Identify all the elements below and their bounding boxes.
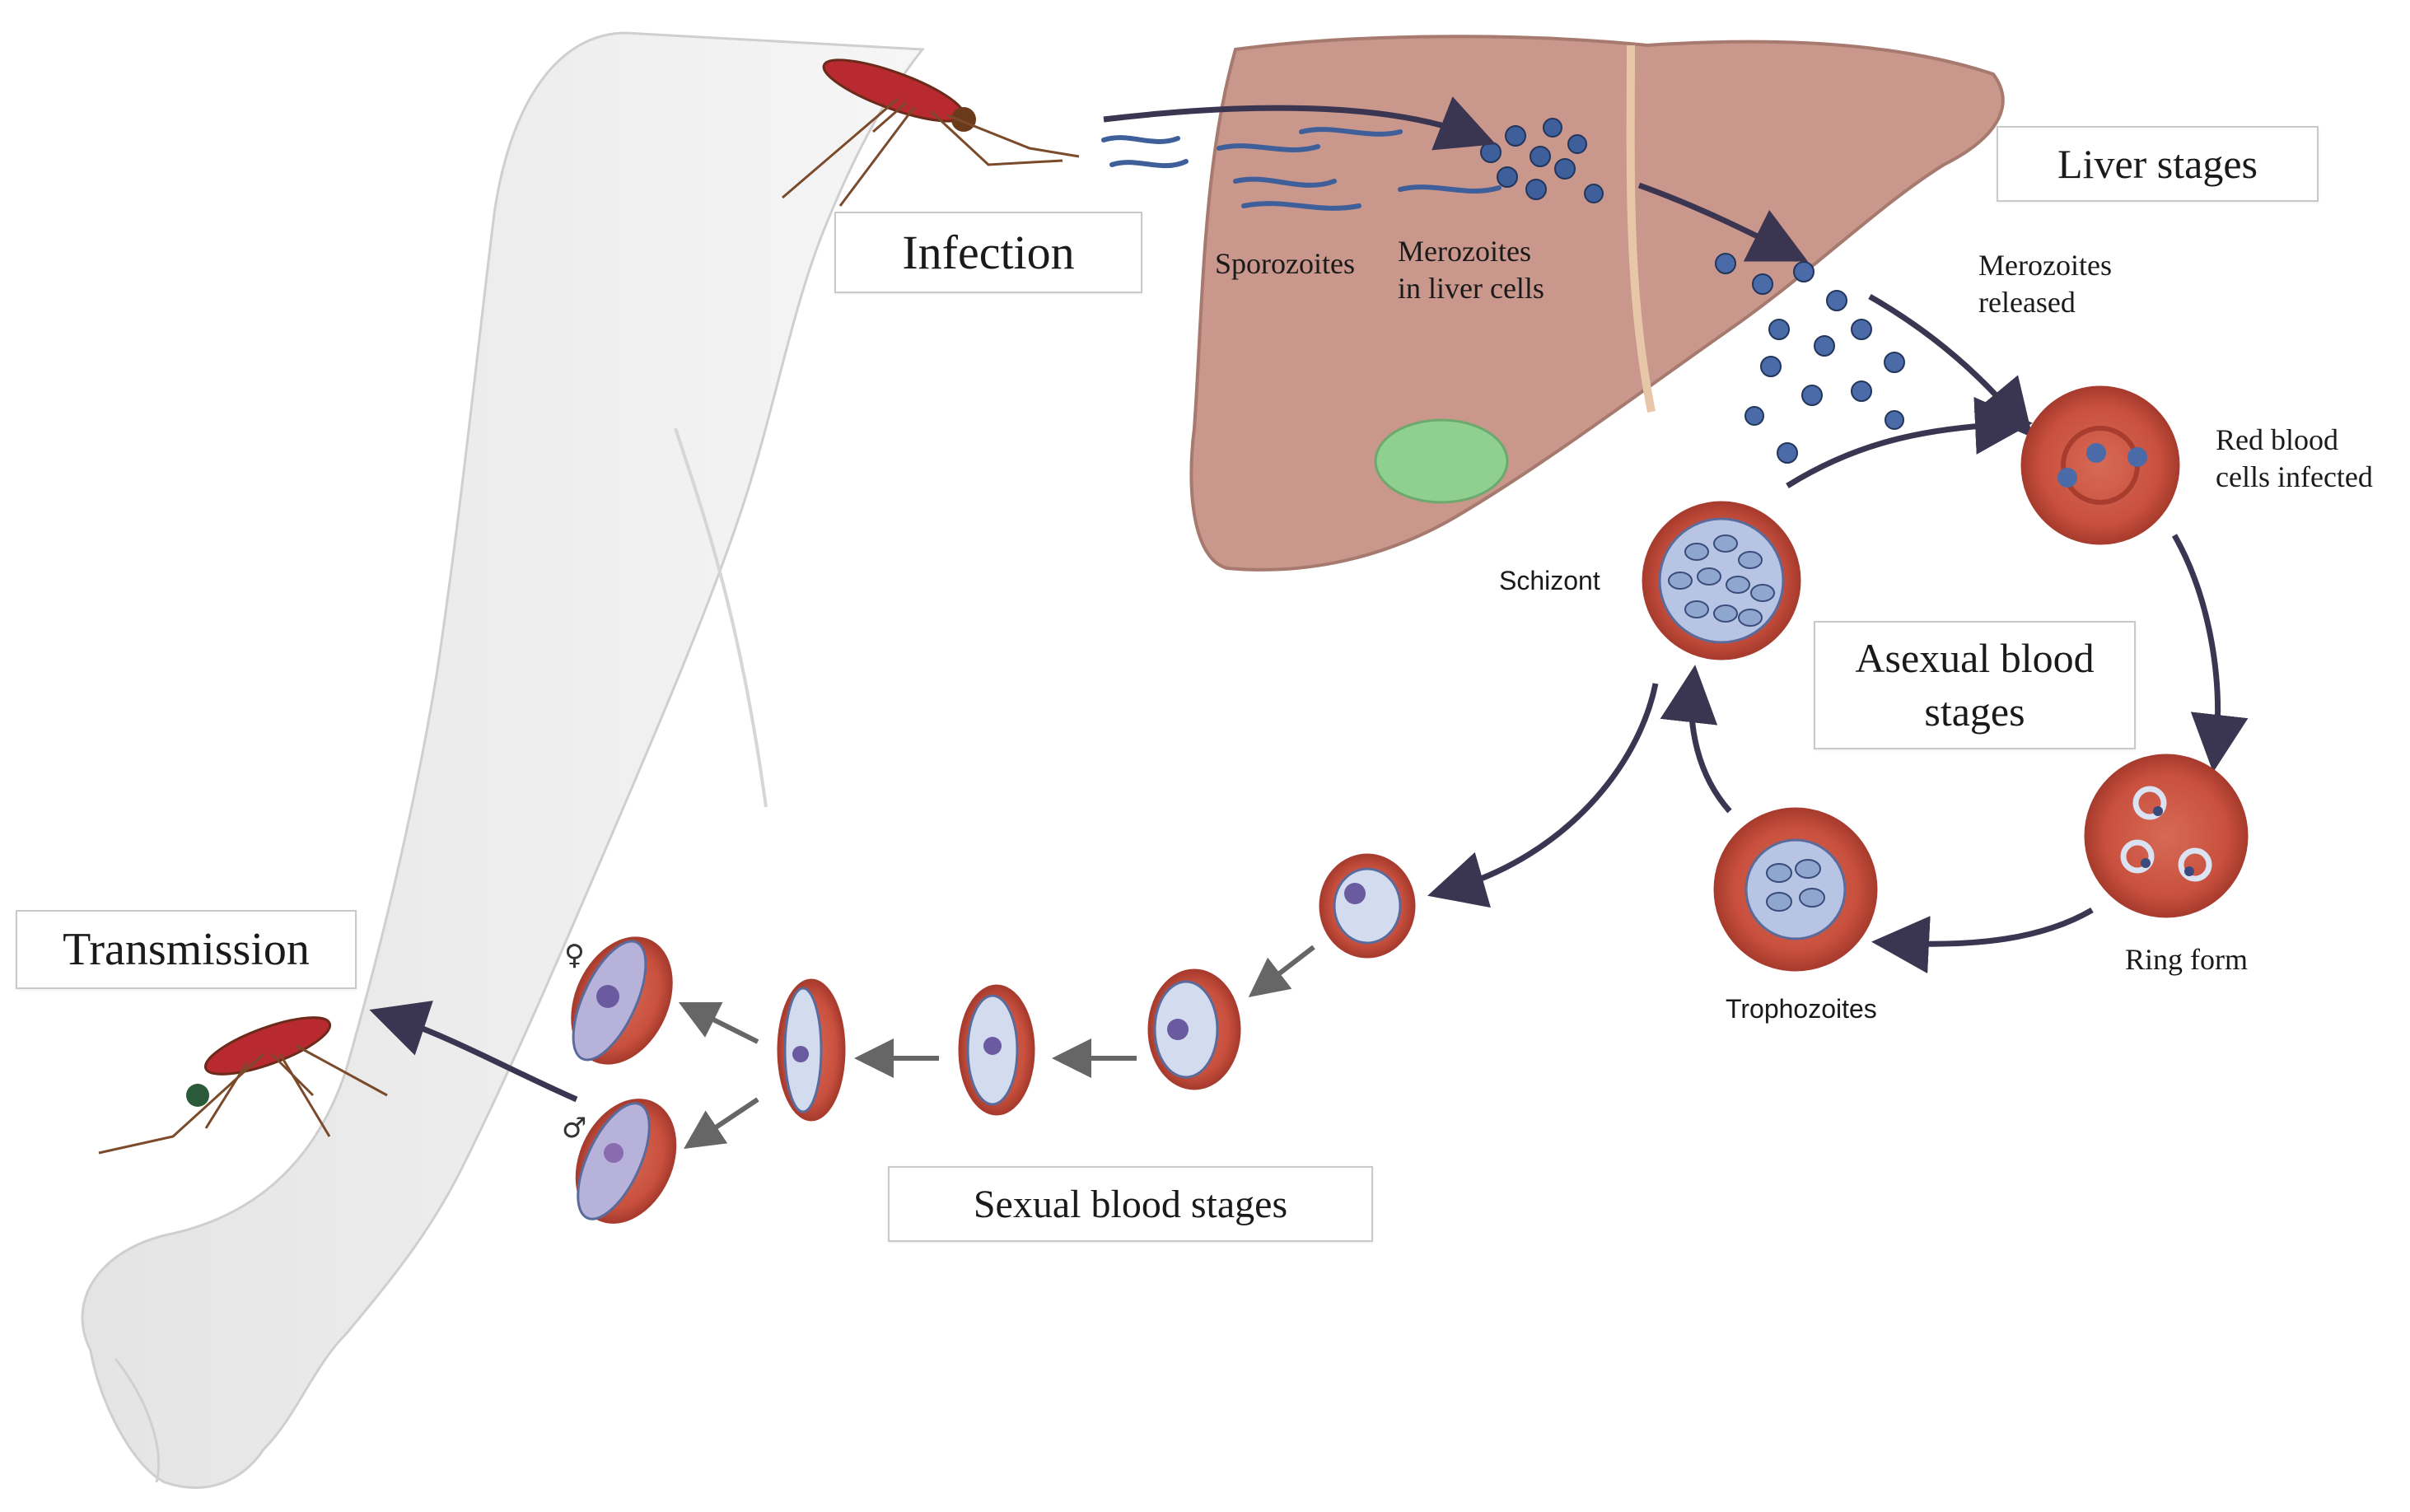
- trophozoites-cell: [1713, 807, 1878, 972]
- mosquito-top-icon: [782, 58, 1080, 207]
- asexual-blood-stages-label: Asexual blood stages: [1814, 621, 2136, 749]
- gametocyte-stage-4-cell: [777, 978, 846, 1122]
- male-symbol: ♂: [562, 1112, 587, 1145]
- lifecycle-arrows: [369, 96, 2249, 1103]
- gametocyte-stage-2-cell: [1147, 968, 1241, 1090]
- schizont-annotation: Schizont: [1499, 566, 1600, 595]
- schizont-cell: [1642, 501, 1801, 660]
- merozoites-in-liver-annotation: Merozoites in liver cells: [1398, 235, 1544, 305]
- transmission-label-text: Transmission: [63, 924, 310, 975]
- liver-stages-label-text: Liver stages: [2057, 141, 2258, 187]
- red-blood-cells-infected-annotation: Red blood cells infected: [2216, 423, 2373, 493]
- merozoites-liver-cluster: [1480, 118, 1604, 203]
- sporozoites-group: [1101, 127, 1502, 211]
- ring-form-cell: [2084, 754, 2249, 918]
- infection-label: Infection: [834, 212, 1142, 293]
- liver-illustration: [1189, 35, 2005, 572]
- asexual-blood-stages-label-text: Asexual blood stages: [1855, 635, 2095, 735]
- liver-stages-label: Liver stages: [1997, 126, 2319, 202]
- male-gametocyte-cell: [575, 1099, 677, 1224]
- sexual-blood-stages-label: Sexual blood stages: [888, 1166, 1373, 1242]
- human-arm-illustration: [81, 31, 925, 1489]
- female-gametocyte-cell: [571, 936, 673, 1065]
- merozoites-released-group: [1715, 253, 1905, 464]
- sporozoites-annotation: Sporozoites: [1215, 247, 1355, 280]
- transmission-label: Transmission: [16, 910, 357, 989]
- female-symbol: ♀: [564, 939, 585, 972]
- mosquito-bottom-icon: [98, 1016, 388, 1155]
- ring-form-annotation: Ring form: [2125, 943, 2248, 976]
- sexual-stage-cells: [571, 853, 1416, 1224]
- sexual-blood-stages-label-text: Sexual blood stages: [973, 1182, 1288, 1226]
- gametocyte-stage-3-cell: [958, 984, 1035, 1116]
- infection-label-text: Infection: [902, 226, 1075, 279]
- merozoites-released-annotation: Merozoites released: [1978, 249, 2112, 319]
- trophozoites-annotation: Trophozoites: [1726, 994, 1877, 1024]
- sexual-stage-arrows: [678, 945, 1315, 1149]
- red-blood-cell-infected: [2020, 385, 2180, 545]
- gametocyte-early-cell: [1319, 853, 1416, 959]
